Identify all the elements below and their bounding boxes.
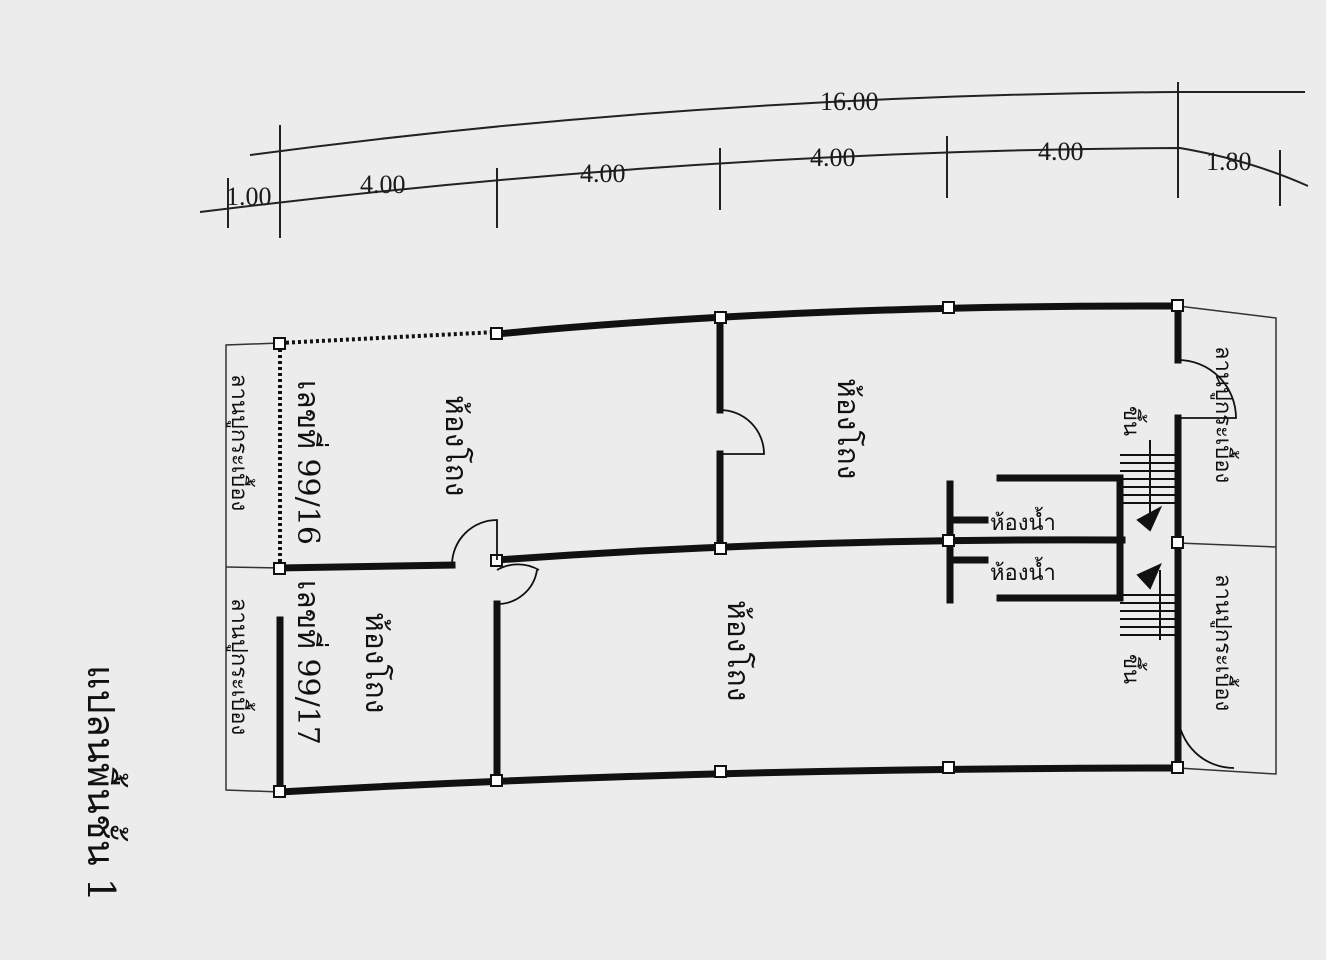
- room-hall-right-back: ห้องโถง: [720, 600, 756, 701]
- column: [1171, 536, 1184, 549]
- door-right-hall: [496, 569, 538, 605]
- area-front-left: ลานปูกระเบื้อง: [226, 374, 255, 511]
- wall-mid-front: [276, 561, 456, 572]
- column: [942, 534, 955, 547]
- door-front-left: [451, 519, 498, 566]
- area-back-left: ลานปูกระเบื้อง: [1210, 346, 1239, 483]
- dim-seg1: 4.00: [360, 170, 406, 199]
- front-patio-divider: [225, 566, 281, 569]
- stair-label-right: ขึ้น: [1118, 654, 1147, 684]
- column: [273, 785, 286, 798]
- arrow-icon: [1136, 505, 1163, 532]
- room-hall-left-front: ห้องโถง: [438, 395, 474, 496]
- dim-line-total: [249, 91, 1305, 156]
- area-front-right: ลานปูกระเบื้อง: [226, 598, 255, 735]
- door-back-right: [1177, 714, 1235, 769]
- stairs-right: [1120, 570, 1178, 640]
- area-back-right: ลานปูกระเบื้อง: [1210, 574, 1239, 711]
- unit-right-number: เลขที่ 99/17: [290, 580, 329, 745]
- dim-front: 1.00: [226, 182, 272, 211]
- column: [714, 311, 727, 324]
- column: [942, 761, 955, 774]
- door-right-hall-arc: [496, 563, 540, 571]
- room-bath-left: ห้องน้ำ: [990, 507, 1056, 536]
- column: [714, 765, 727, 778]
- columns: [273, 299, 1184, 798]
- door-left-partition: [719, 409, 765, 455]
- room-hall-left-back: ห้องโถง: [830, 378, 866, 479]
- wall-top: [493, 302, 1182, 338]
- plan-title: แปลนพื้นชั้น 1: [79, 665, 129, 902]
- wall-mid-main: [493, 536, 1126, 564]
- dim-seg2: 4.00: [580, 159, 626, 188]
- dim-seg3: 4.00: [810, 143, 856, 172]
- dim-total: 16.00: [820, 87, 879, 116]
- dim-seg4: 4.00: [1038, 137, 1084, 166]
- column: [942, 301, 955, 314]
- stair-arrows: [1136, 505, 1163, 590]
- column: [714, 542, 727, 555]
- back-patio-divider: [1177, 542, 1277, 548]
- column: [490, 327, 503, 340]
- dimension-lines: [199, 82, 1309, 238]
- door-back-left: [1177, 359, 1237, 419]
- front-wall-dotted-top: [279, 330, 498, 345]
- patio-outlines: [225, 305, 1277, 793]
- dim-line-segments: [199, 146, 1309, 213]
- stair-label-left: ขึ้น: [1118, 406, 1147, 436]
- dim-back: 1.80: [1206, 147, 1252, 176]
- column: [1171, 761, 1184, 774]
- arrow-icon: [1136, 563, 1162, 590]
- back-patio-outline: [1177, 305, 1277, 775]
- room-bath-right: ห้องน้ำ: [990, 557, 1056, 586]
- column: [1171, 299, 1184, 312]
- room-hall-right-front: ห้องโถง: [358, 612, 394, 713]
- column: [273, 337, 286, 350]
- column: [273, 562, 286, 575]
- unit-left-number: เลขที่ 99/16: [290, 380, 329, 545]
- doors: [451, 359, 1237, 769]
- stairs-left: [1120, 440, 1178, 520]
- column: [490, 774, 503, 787]
